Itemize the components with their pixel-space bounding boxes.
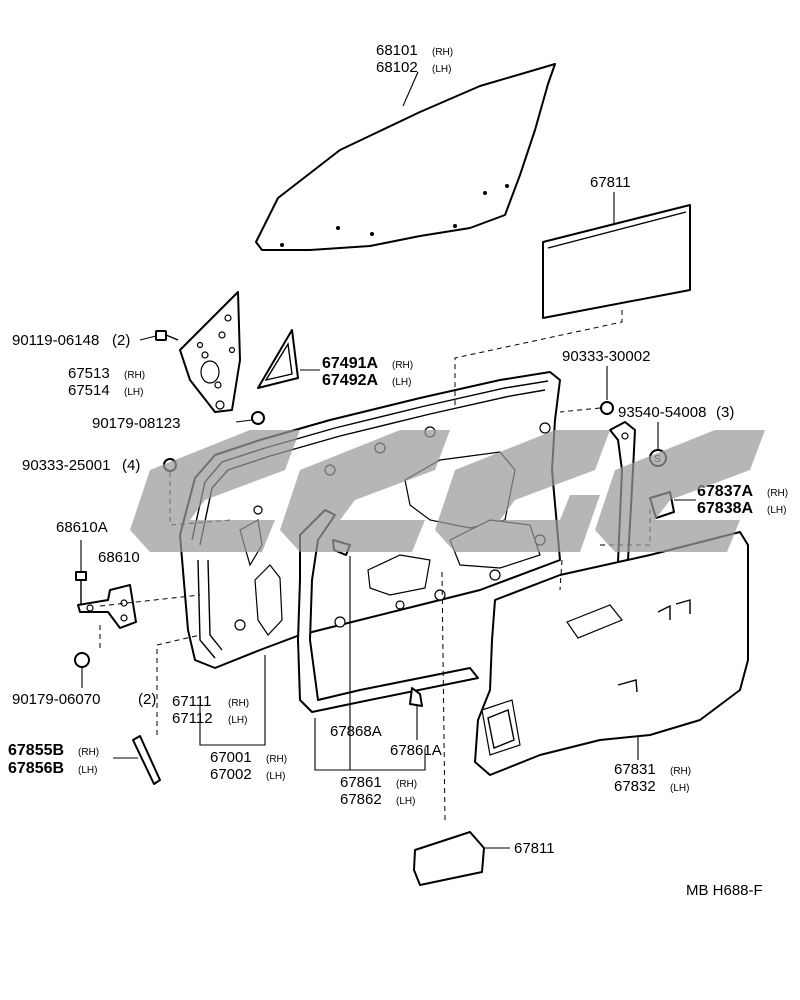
svg-text:(LH): (LH)	[392, 377, 411, 388]
svg-text:(4): (4)	[122, 457, 140, 474]
svg-text:(RH): (RH)	[266, 754, 287, 765]
svg-text:(RH): (RH)	[124, 370, 145, 381]
svg-text:67001: 67001	[210, 749, 252, 766]
service-hole-cover-bottom[interactable]	[413, 831, 510, 886]
label-plug-25001: 90333-25001 (4)	[22, 457, 140, 474]
door-check-nut[interactable]	[74, 652, 90, 688]
label-nut-90179-06070: 90179-06070 (2)	[12, 691, 156, 708]
svg-text:90333-25001: 90333-25001	[22, 457, 110, 474]
weatherstrip-clip-lower[interactable]	[409, 687, 423, 740]
label-plug-30002: 90333-30002	[562, 348, 650, 365]
door-check-bolt[interactable]	[75, 540, 87, 604]
svg-text:67855B: 67855B	[8, 742, 64, 759]
svg-text:67856B: 67856B	[8, 760, 64, 777]
svg-text:(2): (2)	[112, 332, 130, 349]
svg-text:(LH): (LH)	[228, 715, 247, 726]
svg-text:67514: 67514	[68, 382, 110, 399]
svg-text:67492A: 67492A	[322, 372, 378, 389]
hinge-bracket[interactable]	[179, 291, 241, 413]
label-door-panel: 67111 (RH) 67112 (LH)	[172, 693, 249, 727]
label-trim-board: 67831 (RH) 67832 (LH)	[614, 761, 691, 795]
svg-text:(RH): (RH)	[228, 698, 249, 709]
svg-text:93540-54008: 93540-54008	[618, 404, 706, 421]
svg-text:(2): (2)	[138, 691, 156, 708]
svg-text:(3): (3)	[716, 404, 734, 421]
label-hinge-bracket: 67513 (RH) 67514 (LH)	[68, 365, 145, 399]
svg-text:(RH): (RH)	[767, 488, 788, 499]
svg-text:67513: 67513	[68, 365, 110, 382]
label-moulding: 67855B (RH) 67856B (LH)	[8, 742, 99, 777]
label-sheet-bottom: 67811	[514, 840, 555, 857]
svg-text:90179-06070: 90179-06070	[12, 691, 100, 708]
svg-text:67491A: 67491A	[322, 355, 378, 372]
label-handle-cover: 67837A (RH) 67838A (LH)	[697, 483, 788, 517]
svg-text:67837A: 67837A	[697, 483, 753, 500]
svg-text:(RH): (RH)	[78, 747, 99, 758]
svg-text:67002: 67002	[210, 766, 252, 783]
svg-text:(LH): (LH)	[124, 387, 143, 398]
svg-text:67111: 67111	[172, 693, 212, 710]
door-glass[interactable]	[255, 63, 556, 251]
svg-text:(LH): (LH)	[432, 64, 451, 75]
hole-plug-30002[interactable]	[600, 366, 614, 415]
door-trim-board[interactable]	[474, 531, 749, 776]
door-check[interactable]	[77, 584, 137, 629]
label-check-bolt: 68610A	[56, 519, 108, 536]
svg-text:(LH): (LH)	[78, 765, 97, 776]
svg-text:68102: 68102	[376, 59, 418, 76]
svg-text:(RH): (RH)	[432, 47, 453, 58]
label-door-assy: 67001 (RH) 67002 (LH)	[210, 749, 287, 783]
svg-text:(LH): (LH)	[266, 771, 285, 782]
label-clip-67868A: 67868A	[330, 723, 382, 740]
label-glass: 68101 (RH) 68102 (LH)	[376, 42, 453, 76]
hinge-nut[interactable]	[215, 400, 265, 425]
corner-cover[interactable]	[257, 329, 320, 389]
svg-text:(RH): (RH)	[392, 360, 413, 371]
service-hole-cover-top[interactable]	[542, 192, 691, 319]
label-bolt-90119: 90119-06148 (2)	[12, 332, 130, 349]
label-sheet-top: 67811	[590, 174, 631, 191]
watermark-logo	[130, 430, 765, 552]
svg-text:67838A: 67838A	[697, 500, 753, 517]
label-clip-67861A: 67861A	[390, 742, 442, 759]
diagram-code: MB H688-F	[686, 882, 763, 899]
svg-text:67112: 67112	[172, 710, 213, 727]
svg-text:67861: 67861	[340, 774, 382, 791]
svg-text:(LH): (LH)	[670, 783, 689, 794]
label-door-check: 68610	[98, 549, 140, 566]
svg-text:(LH): (LH)	[767, 505, 786, 516]
svg-text:(RH): (RH)	[670, 766, 691, 777]
label-corner-cover: 67491A (RH) 67492A (LH)	[322, 355, 413, 389]
svg-text:67862: 67862	[340, 791, 382, 808]
svg-text:(LH): (LH)	[396, 796, 415, 807]
svg-text:67832: 67832	[614, 778, 656, 795]
svg-text:90119-06148: 90119-06148	[12, 332, 99, 349]
hinge-bolt[interactable]	[139, 330, 179, 341]
svg-text:67831: 67831	[614, 761, 656, 778]
label-clip-93540: 93540-54008 (3)	[618, 404, 734, 421]
svg-text:68101: 68101	[376, 42, 418, 59]
door-moulding[interactable]	[113, 735, 161, 785]
svg-text:(RH): (RH)	[396, 779, 417, 790]
label-weatherstrip: 67861 (RH) 67862 (LH)	[340, 774, 417, 808]
label-nut-90179-08123: 90179-08123	[92, 415, 180, 432]
